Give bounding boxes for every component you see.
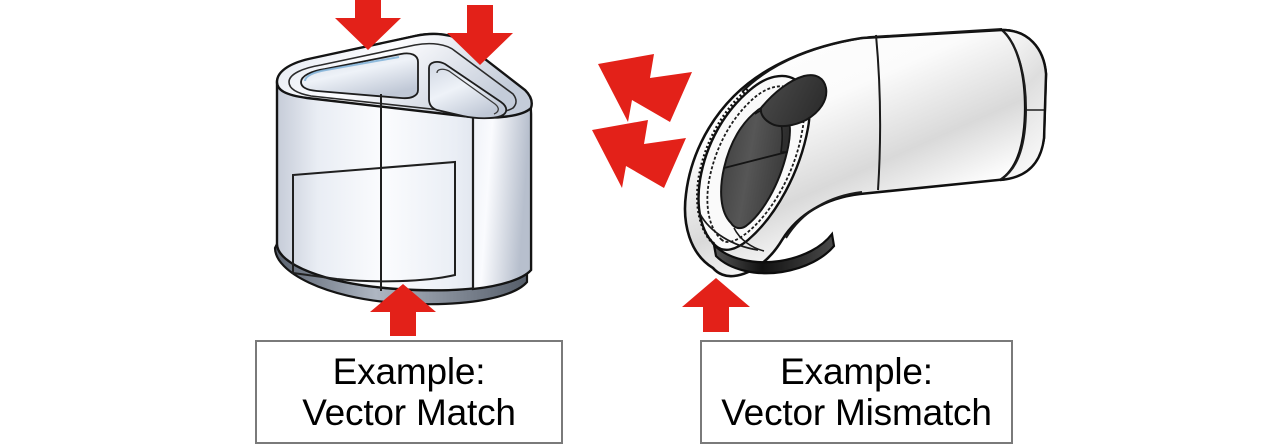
- scanner-end-cap-seam: [1000, 30, 1027, 180]
- caption-box-vector-match: Example: Vector Match: [255, 340, 563, 444]
- arrow-bottom: [370, 284, 436, 336]
- caption-line-2: Vector Mismatch: [721, 392, 992, 433]
- scanner-barrel-top-seam: [741, 28, 1003, 93]
- arrow-lower-diagonal: [592, 120, 686, 188]
- scanner-head-facet-line-2: [733, 227, 765, 252]
- housing-top-slot-right-inner: [436, 68, 499, 115]
- scanner-neck-seam: [785, 191, 863, 239]
- housing-top-slot-left-highlight: [304, 56, 400, 82]
- scanner-foot-rim: [712, 231, 836, 275]
- cradle-housing-illustration: [273, 32, 533, 306]
- scanner-grip-seam: [723, 151, 788, 169]
- housing-top-inner-rim: [288, 42, 517, 115]
- scanner-grip-upper-lobe: [759, 74, 828, 128]
- panel-vector-mismatch: Example: Vector Mismatch: [590, 0, 1060, 448]
- arrow-upper-diagonal: [598, 54, 692, 122]
- handheld-scanner-illustration: [683, 28, 1048, 278]
- caption-box-vector-mismatch: Example: Vector Mismatch: [700, 340, 1013, 444]
- caption-line-2: Vector Match: [302, 392, 516, 433]
- arrow-top-right: [447, 5, 513, 65]
- caption-line-1: Example:: [332, 350, 486, 392]
- scanner-head-facet-line: [699, 213, 759, 251]
- caption-line-1: Example:: [780, 350, 933, 392]
- panel-vector-match: Example: Vector Match: [190, 0, 640, 448]
- housing-front-pad: [292, 160, 456, 283]
- housing-top-slot-left: [300, 52, 419, 100]
- scanner-barrel-parting-line: [875, 34, 882, 191]
- arrow-top-left: [335, 0, 401, 50]
- arrow-bottom: [682, 278, 750, 332]
- housing-top-slot-right: [428, 61, 508, 120]
